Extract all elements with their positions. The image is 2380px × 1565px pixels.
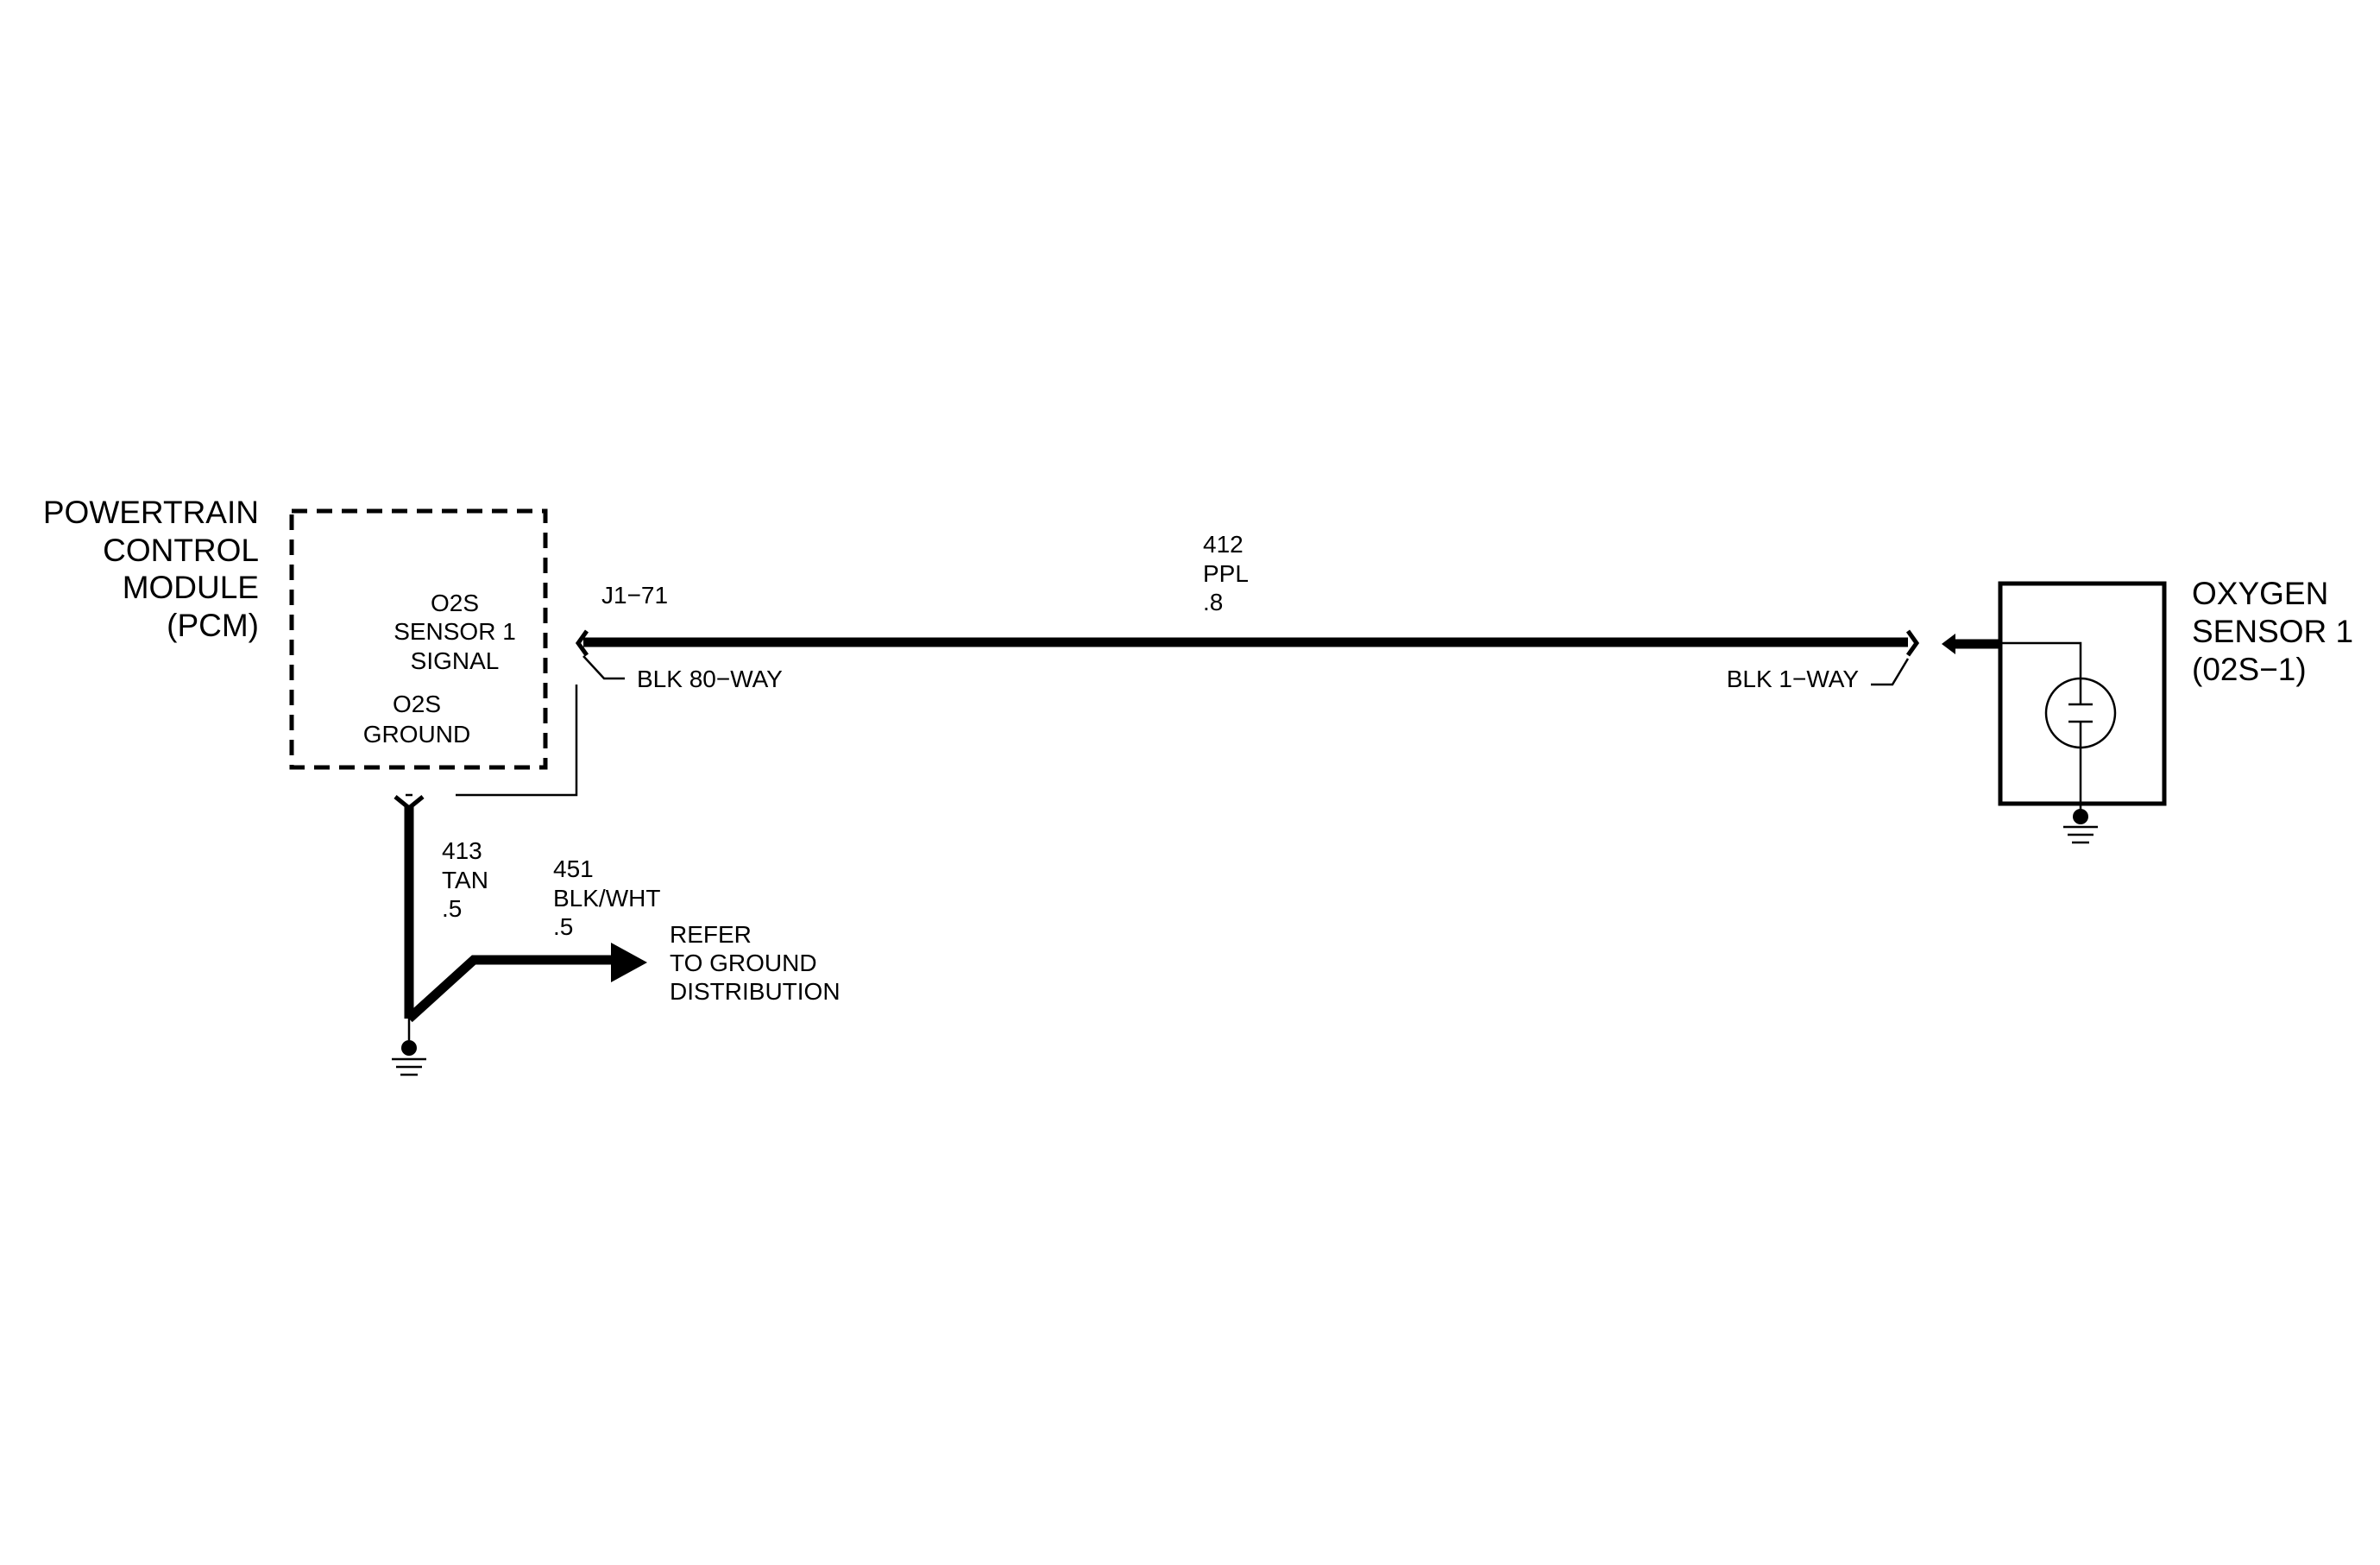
ground-distribution-arrow [611, 943, 647, 982]
ground-branch-gauge: .5 [553, 913, 573, 940]
pcm-signal-label-line-3: SIGNAL [411, 647, 500, 674]
ground-wire-gauge: .5 [442, 895, 462, 922]
pcm-signal-label-line-1: O2S [431, 590, 479, 616]
pcm-name-line-1: POWERTRAIN [43, 495, 259, 530]
signal-wire-circuit: 412 [1203, 531, 1244, 558]
pcm-ground-icon [392, 1019, 426, 1076]
pcm-ground-label: O2S GROUND [363, 691, 470, 748]
ground-branch-451 [406, 955, 614, 1023]
sensor-name: OXYGEN SENSOR 1 (02S−1) [2192, 576, 2353, 687]
pcm-ground-label-line-2: GROUND [363, 721, 470, 748]
pcm-name-line-3: MODULE [123, 570, 259, 605]
oxygen-sensor-internal-lead [2000, 641, 2082, 678]
sensor-name-line-2: SENSOR 1 [2192, 614, 2353, 649]
sensor-connector-leader [1871, 658, 1910, 686]
pcm-terminal-j1-71 [575, 629, 589, 657]
sensor-terminal [1905, 629, 1920, 657]
oxygen-sensor-element-icon [2044, 677, 2117, 749]
sensor-connector-label: BLK 1−WAY [1727, 666, 1860, 692]
pcm-name-line-4: (PCM) [167, 608, 259, 643]
pcm-ground-label-line-1: O2S [393, 691, 441, 717]
pcm-signal-label-line-2: SENSOR 1 [394, 618, 516, 645]
ground-wire-circuit: 413 [442, 837, 482, 864]
ground-branch-color: BLK/WHT [553, 885, 660, 912]
pcm-name-line-2: CONTROL [103, 533, 259, 568]
connector-80-way-outline [456, 685, 578, 797]
ground-branch-circuit: 451 [553, 855, 594, 882]
pcm-name: POWERTRAIN CONTROL MODULE (PCM) [43, 495, 259, 643]
ground-distribution-reference: REFER TO GROUND DISTRIBUTION [670, 921, 841, 1005]
pin-label: J1−71 [601, 582, 668, 609]
ground-wire-color: TAN [442, 867, 488, 893]
pcm-signal-label: O2S SENSOR 1 SIGNAL [394, 590, 516, 674]
signal-wire-gauge: .8 [1203, 589, 1223, 615]
pcm-connector-leader [582, 655, 625, 680]
refer-line-2: TO GROUND [670, 950, 817, 976]
refer-line-3: DISTRIBUTION [670, 978, 841, 1005]
refer-line-1: REFER [670, 921, 752, 948]
signal-wire-color: PPL [1203, 560, 1249, 587]
sensor-pin-arrow [1942, 634, 1955, 654]
pcm-connector-label: BLK 80−WAY [637, 666, 783, 692]
oxygen-sensor-box [1998, 581, 2167, 806]
sensor-name-line-3: (02S−1) [2192, 652, 2307, 687]
pcm-module-box [289, 508, 548, 770]
sensor-name-line-1: OXYGEN [2192, 576, 2328, 611]
sensor-ground-icon [2063, 809, 2098, 844]
